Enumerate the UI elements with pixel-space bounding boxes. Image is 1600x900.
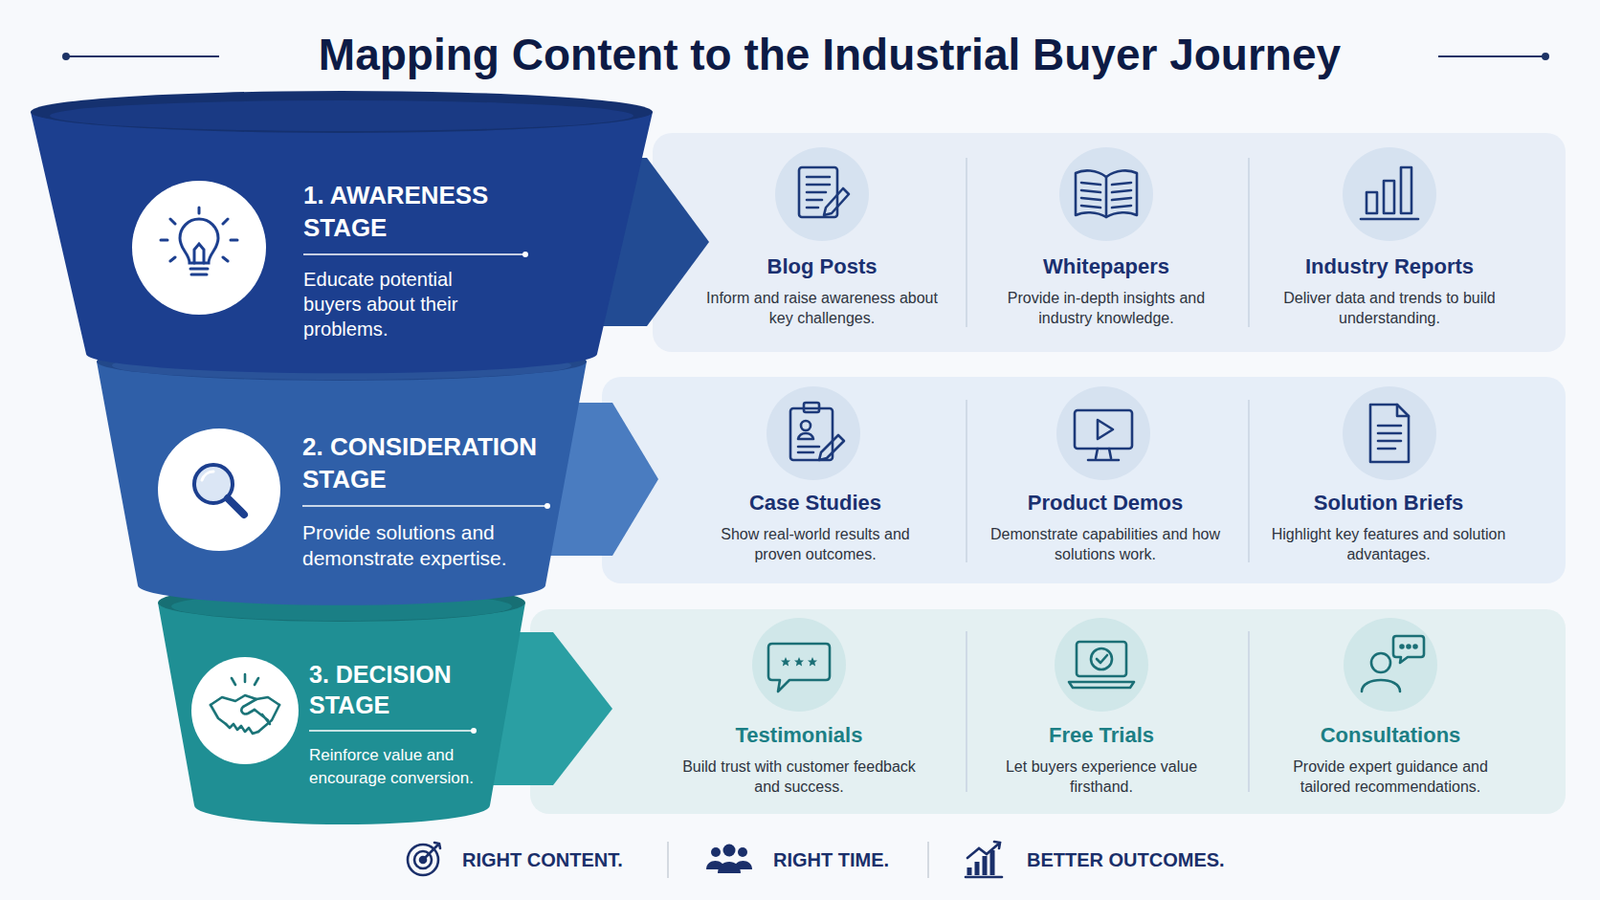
card-icon [790, 167, 1419, 463]
content-card: Product DemosDemonstrate capabilities an… [976, 489, 1235, 565]
stage-heading: 2. CONSIDERATION STAGE [302, 430, 548, 508]
content-description: Inform and raise awareness about key cha… [702, 288, 942, 329]
content-description: Show real-world results and proven outco… [695, 524, 935, 565]
content-card: Industry ReportsDeliver data and trends … [1260, 253, 1519, 329]
content-description: Provide expert guidance and tailored rec… [1270, 756, 1511, 798]
footer-slogan: BETTER OUTCOMES. [1026, 847, 1225, 873]
content-card: Solution BriefsHighlight key features an… [1259, 489, 1518, 565]
content-title: Product Demos [976, 489, 1235, 517]
footer-icon [407, 842, 1002, 878]
content-title: Solution Briefs [1259, 489, 1518, 517]
stage-description: Reinforce value and encourage conversion… [309, 744, 491, 791]
content-title: Consultations [1261, 722, 1520, 750]
stage-description: Provide solutions and demonstrate expert… [302, 519, 542, 572]
content-description: Let buyers experience value firsthand. [981, 756, 1222, 798]
content-card: Free TrialsLet buyers experience value f… [972, 722, 1231, 798]
footer-slogan: RIGHT CONTENT. [462, 847, 623, 873]
content-panel [530, 133, 1566, 815]
funnel-stage: 3. DECISION STAGE Reinforce value and enc… [309, 659, 491, 791]
panel-divider [966, 157, 1249, 793]
stage-icon [132, 180, 299, 765]
content-card: ConsultationsProvide expert guidance and… [1261, 722, 1520, 798]
stage-heading: 1. AWARENESS STAGE [303, 179, 526, 256]
funnel [30, 90, 653, 825]
stage-heading: 3. DECISION STAGE [309, 659, 474, 733]
footer-divider [667, 842, 929, 879]
content-title: Industry Reports [1260, 253, 1519, 281]
content-card: Case StudiesShow real-world results and … [686, 489, 945, 565]
stage-description: Educate potential buyers about their pro… [303, 267, 510, 343]
content-card: Blog PostsInform and raise awareness abo… [692, 253, 952, 329]
content-title: Free Trials [972, 722, 1231, 750]
content-card: TestimonialsBuild trust with customer fe… [669, 722, 929, 798]
funnel-stage: 1. AWARENESS STAGE Educate potential buye… [303, 179, 526, 342]
content-description: Provide in-depth insights and industry k… [986, 288, 1226, 329]
content-title: Blog Posts [692, 253, 952, 281]
card-icon [768, 636, 1424, 692]
card-icon-ground [752, 147, 1438, 712]
content-description: Deliver data and trends to build underst… [1269, 288, 1510, 329]
content-title: Case Studies [686, 489, 945, 517]
page-title: Mapping Content to the Industrial Buyer … [318, 28, 1341, 81]
content-description: Highlight key features and solution adva… [1268, 524, 1509, 565]
content-description: Demonstrate capabilities and how solutio… [985, 524, 1225, 565]
content-title: Testimonials [669, 722, 929, 750]
content-title: Whitepapers [977, 253, 1236, 281]
footer-slogan: RIGHT TIME. [773, 847, 889, 873]
content-card: WhitepapersProvide in-depth insights and… [977, 253, 1236, 329]
funnel-stage: 2. CONSIDERATION STAGE Provide solutions … [302, 430, 548, 572]
content-description: Build trust with customer feedback and s… [679, 756, 919, 798]
